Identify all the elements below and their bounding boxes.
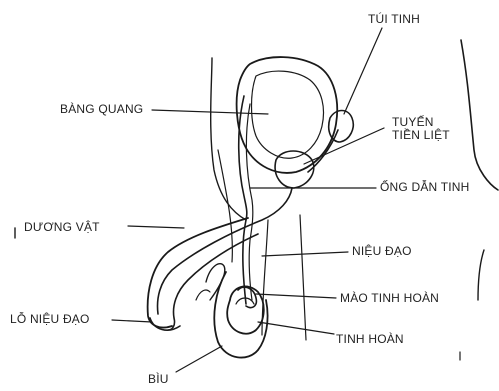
corpus-detail-2 <box>196 290 210 300</box>
prostate <box>275 151 314 188</box>
seminal-vesicle <box>329 111 354 143</box>
leader-tinh-hoan <box>258 322 334 334</box>
label-tuyen-tien-liet: TUYẾN TIỀN LIỆT <box>392 116 450 142</box>
vas-deferens-inner <box>246 104 252 300</box>
leader-nieu-dao <box>262 252 348 256</box>
body-outline <box>461 40 498 190</box>
leader-mao-tinh-hoan <box>256 294 336 298</box>
leg-outer-line <box>300 215 306 340</box>
bladder-inner <box>252 71 324 158</box>
label-lo-nieu-dao: LỖ NIỆU ĐẠO <box>10 312 90 326</box>
label-tinh-hoan: TINH HOÀN <box>336 332 404 346</box>
leader-duong-vat <box>128 226 184 228</box>
leader-bang-quang <box>152 110 268 114</box>
label-bang-quang: BÀNG QUANG <box>60 102 143 116</box>
scrotum <box>214 272 267 358</box>
leader-tuyen-tien-liet <box>304 128 384 164</box>
leader-tui-tinh <box>344 28 382 114</box>
label-tuyen-tien-liet-line2: TIỀN LIỆT <box>392 129 450 142</box>
penis-outline <box>148 218 248 328</box>
pubic-outline <box>211 58 246 220</box>
label-ong-dan-tinh: ỐNG DẪN TINH <box>380 180 470 194</box>
leader-biu <box>176 346 222 372</box>
label-biu: BÌU <box>148 372 169 386</box>
leader-lo-nieu-dao <box>112 320 152 322</box>
label-nieu-dao: NIỆU ĐẠO <box>352 244 412 258</box>
leg-outline-right <box>478 250 484 300</box>
epididymis <box>238 287 256 307</box>
label-tui-tinh: TÚI TINH <box>368 12 420 26</box>
label-mao-tinh-hoan: MÀO TINH HOÀN <box>340 291 439 305</box>
label-duong-vat: DƯƠNG VẬT <box>24 220 100 234</box>
